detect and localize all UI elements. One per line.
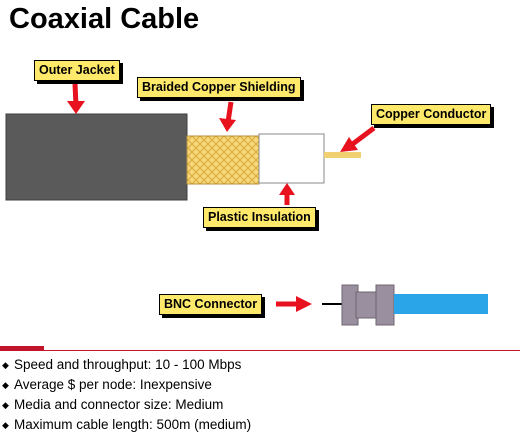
- braided-shielding-arrowhead: [219, 118, 236, 132]
- diamond-bullet-icon: ◆: [2, 360, 9, 370]
- bnc-connector-body: [341, 284, 395, 326]
- outer-jacket-arrowhead: [67, 101, 85, 114]
- outer-jacket-label: Outer Jacket: [34, 60, 120, 81]
- spec-item: ◆ Speed and throughput: 10 - 100 Mbps: [2, 355, 251, 375]
- spec-item-text: Media and connector size: Medium: [14, 397, 224, 412]
- divider-line: [0, 350, 520, 351]
- plastic-insulation-label: Plastic Insulation: [203, 207, 316, 228]
- diamond-bullet-icon: ◆: [2, 380, 9, 390]
- copper-conductor-shape: [324, 152, 361, 158]
- divider-accent: [0, 346, 44, 351]
- spec-item: ◆ Maximum cable length: 500m (medium): [2, 415, 251, 435]
- copper-conductor-label: Copper Conductor: [371, 104, 492, 125]
- copper-conductor-arrowhead: [340, 137, 358, 152]
- bnc-cable: [394, 294, 488, 314]
- outer-jacket-shape: [5, 113, 188, 201]
- diamond-bullet-icon: ◆: [2, 400, 9, 410]
- bnc-connector-label: BNC Connector: [159, 294, 263, 315]
- coaxial-cable-diagram: [5, 83, 488, 326]
- spec-item: ◆ Average $ per node: Inexpensive: [2, 375, 251, 395]
- braided-shielding-arrow: [225, 101, 234, 123]
- spec-item-text: Speed and throughput: 10 - 100 Mbps: [14, 357, 242, 372]
- spec-item-text: Average $ per node: Inexpensive: [14, 377, 212, 392]
- spec-item: ◆ Media and connector size: Medium: [2, 395, 251, 415]
- plastic-insulation-shape: [258, 133, 325, 184]
- page-title: Coaxial Cable: [9, 3, 200, 35]
- spec-list: ◆ Speed and throughput: 10 - 100 Mbps ◆ Av…: [2, 355, 251, 435]
- braided-shielding-label: Braided Copper Shielding: [137, 77, 301, 98]
- spec-item-text: Maximum cable length: 500m (medium): [14, 417, 252, 432]
- braided-shielding-shape: [186, 135, 260, 185]
- plastic-insulation-arrowhead: [279, 183, 295, 195]
- copper-conductor-arrow: [348, 126, 376, 148]
- diamond-bullet-icon: ◆: [2, 420, 9, 430]
- bnc-connector-arrowhead: [296, 296, 312, 312]
